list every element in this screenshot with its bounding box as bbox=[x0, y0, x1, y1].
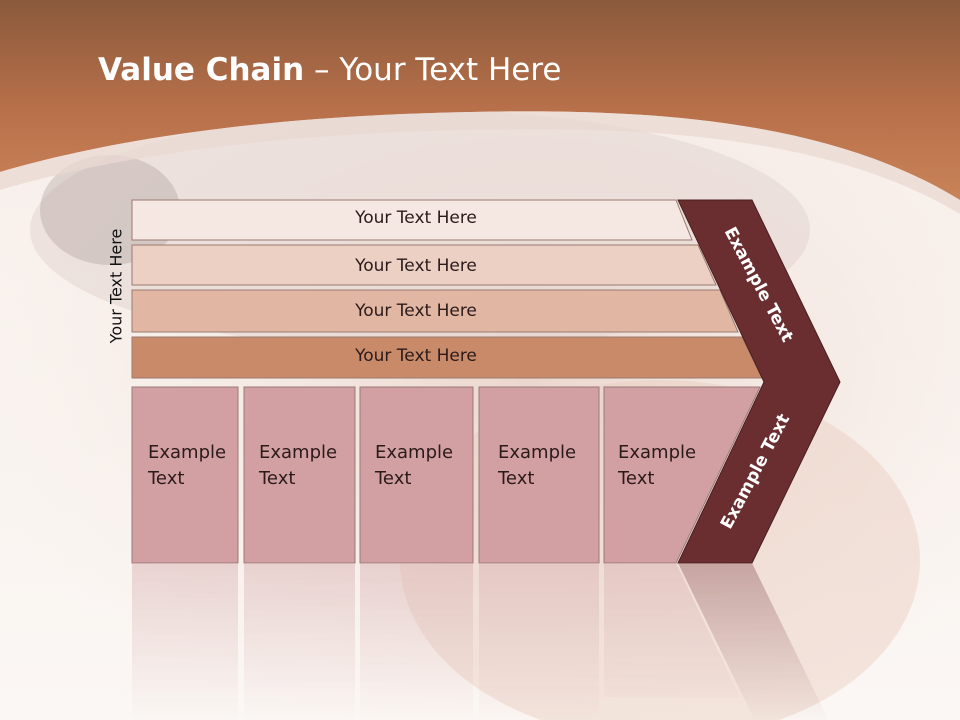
support-bar-3 bbox=[131, 289, 739, 333]
header-swoosh bbox=[0, 111, 960, 214]
primary-box-2-line2: Text bbox=[259, 468, 296, 489]
primary-box-3 bbox=[359, 386, 474, 564]
support-bar-1 bbox=[131, 199, 693, 241]
support-bar-2-label: Your Text Here bbox=[355, 256, 477, 276]
header-band bbox=[0, 0, 960, 200]
primary-box-4 bbox=[478, 386, 600, 564]
primary-box-4-line1: Example bbox=[498, 442, 577, 463]
support-bar-4-label: Your Text Here bbox=[355, 346, 477, 366]
primary-box-1-line1: Example bbox=[148, 442, 227, 463]
primary-box-1-line2: Text bbox=[148, 468, 185, 489]
title-bold: Value Chain bbox=[98, 52, 305, 88]
primary-box-5-line1: Example bbox=[618, 442, 697, 463]
title-rest: – Your Text Here bbox=[304, 52, 562, 88]
primary-box-2-line1: Example bbox=[259, 442, 338, 463]
diagram-reflection bbox=[132, 563, 829, 720]
primary-box-3-line1: Example bbox=[375, 442, 454, 463]
primary-box-4-line2: Text bbox=[498, 468, 535, 489]
support-bar-3-label: Your Text Here bbox=[355, 301, 477, 321]
primary-box-5-line2: Text bbox=[618, 468, 655, 489]
support-bar-2 bbox=[131, 244, 717, 286]
primary-box-2 bbox=[243, 386, 356, 564]
support-bar-1-label: Your Text Here bbox=[355, 208, 477, 228]
primary-box-3-line2: Text bbox=[375, 468, 412, 489]
slide-title: Value Chain – Your Text Here bbox=[98, 52, 561, 88]
